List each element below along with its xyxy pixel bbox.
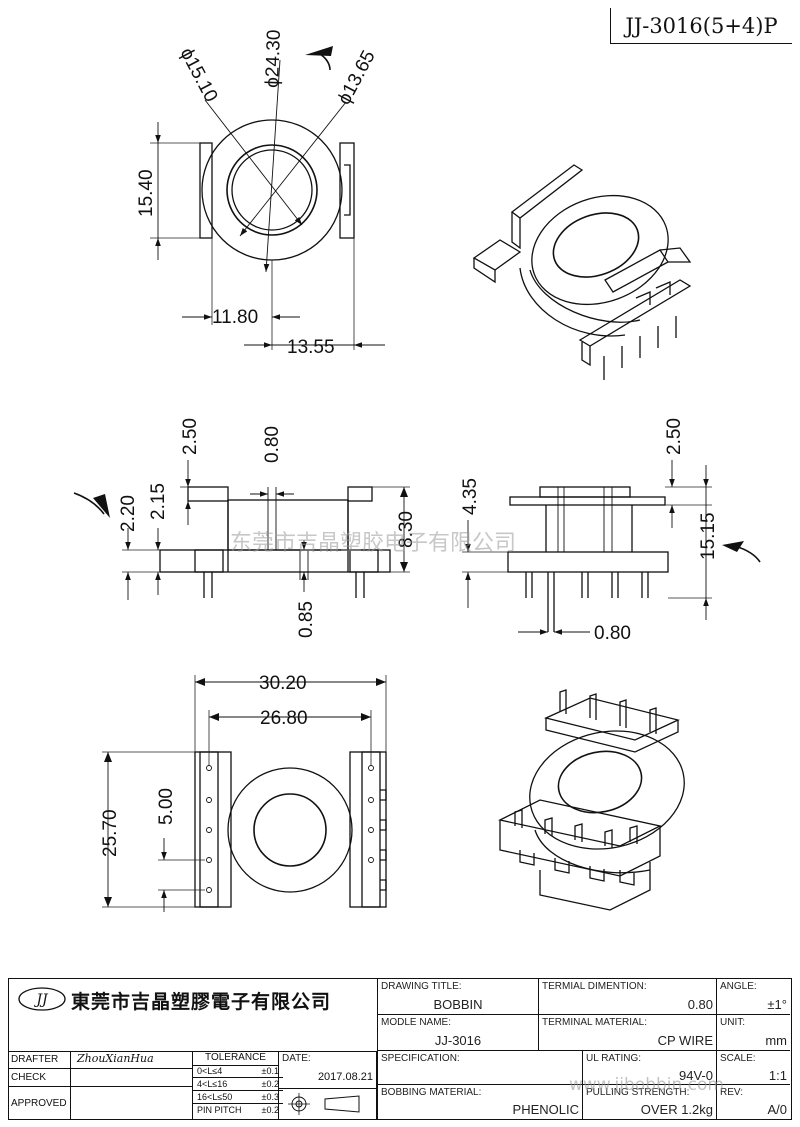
watermark-text: 东莞市吉晶塑胶电子有限公司 (230, 531, 516, 556)
isometric-view-bottom (498, 689, 685, 911)
dim-s2-15: 2.15 (148, 483, 169, 520)
unit-cell: UNIT: mm (717, 1015, 790, 1051)
dim-s0-85: 0.85 (296, 601, 317, 638)
dim-h15-40: 15.40 (136, 169, 157, 217)
angle-label: ANGLE: (720, 981, 757, 992)
tolerance-row: PIN PITCH±0.2 (197, 1105, 279, 1115)
scale-label: SCALE: (720, 1053, 756, 1064)
first-angle-projection-icon (288, 1093, 360, 1115)
date-value: 2017.08.21 (317, 1071, 373, 1083)
ul-rating-label: UL RATING: (586, 1053, 642, 1064)
dim-s0-80a: 0.80 (262, 426, 283, 463)
dim-s0-80b: 0.80 (594, 623, 631, 644)
dim-s4-35: 4.35 (460, 478, 481, 515)
specification-label: SPECIFICATION: (381, 1053, 460, 1064)
scale-value: 1:1 (768, 1068, 787, 1083)
terminal-dimention-value: 0.80 (687, 997, 713, 1012)
dim-d24-30: ϕ24.30 (262, 29, 285, 88)
tolerance-table: TOLERANCE 0<L≤4±0.1 4<L≤16±0.2 16<L≤50±0… (193, 1051, 283, 1119)
bobbing-material-value: PHENOLIC (512, 1102, 579, 1117)
rev-cell: REV: A/0 (717, 1085, 790, 1119)
dim-d15-10: ϕ15.10 (176, 44, 222, 105)
drawing-title-cell: DRAWING TITLE: BOBBIN (377, 979, 539, 1015)
check-value (71, 1069, 193, 1087)
dim-s8-30: 8.30 (396, 511, 417, 548)
company-name: 東莞市吉晶塑膠電子有限公司 (71, 991, 332, 1013)
model-name-cell: MODLE NAME: JJ-3016 (377, 1015, 539, 1051)
top-view: ϕ15.10 ϕ24.30 ϕ13.65 15.40 11.80 13.55 (136, 29, 385, 358)
company-logo: JJ (18, 987, 66, 1011)
pulling-strength-cell: PULLING STRENGTH: OVER 1.2kg (583, 1085, 717, 1119)
drawing-title-label: DRAWING TITLE: (381, 981, 462, 992)
dim-w11-80: 11.80 (212, 307, 258, 328)
tolerance-label: TOLERANCE (193, 1051, 278, 1066)
rev-label: REV: (720, 1087, 743, 1098)
terminal-material-value: CP WIRE (657, 1033, 713, 1048)
svg-text:JJ: JJ (33, 992, 49, 1008)
pin-holes-left (206, 765, 212, 893)
ul-rating-cell: UL RATING: 94V-0 (583, 1051, 717, 1085)
terminal-dimention-label: TERMIAL DIMENTION: (542, 981, 647, 992)
dim-h5-00: 5.00 (156, 788, 177, 825)
terminal-dimention-cell: TERMIAL DIMENTION: 0.80 (539, 979, 717, 1015)
tolerance-row: 4<L≤16±0.2 (193, 1078, 283, 1091)
terminal-material-label: TERMINAL MATERIAL: (542, 1017, 648, 1028)
unit-value: mm (765, 1033, 787, 1048)
model-name-label: MODLE NAME: (381, 1017, 452, 1028)
check-label: CHECK (9, 1069, 71, 1087)
date-cell: DATE: 2017.08.21 (279, 1051, 377, 1089)
approval-grid (9, 1051, 377, 1119)
approved-label: APPROVED (9, 1087, 71, 1119)
approved-value (71, 1087, 193, 1119)
dim-s15-15: 15.15 (698, 512, 719, 560)
angle-value: ±1° (767, 997, 787, 1012)
watermark-url: www.jjbobbin.com (569, 1075, 724, 1095)
specification-cell: SPECIFICATION: (377, 1051, 583, 1085)
side-elevation: 4.35 2.50 15.15 0.80 (460, 418, 761, 644)
angle-cell: ANGLE: ±1° (717, 979, 790, 1015)
pin-holes-right (368, 765, 374, 863)
scale-cell: SCALE: 1:1 (717, 1051, 790, 1085)
model-name-value: JJ-3016 (434, 1033, 482, 1048)
dim-s2-50a: 2.50 (180, 418, 201, 455)
drafter-value: ZhouXianHua (71, 1051, 193, 1069)
ul-rating-value: 94V-0 (679, 1068, 713, 1083)
part-number: JJ-3016(5+4)P (610, 8, 792, 44)
isometric-view-top (472, 164, 692, 380)
rev-value: A/0 (767, 1102, 787, 1117)
bobbing-material-cell: BOBBING MATERIAL: PHENOLIC (377, 1085, 583, 1119)
dim-w26-80: 26.80 (260, 708, 308, 729)
drafter-label: DRAFTER (9, 1051, 71, 1069)
tolerance-row: 0<L≤4±0.1 (193, 1065, 283, 1078)
unit-label: UNIT: (720, 1017, 745, 1028)
title-block: JJ 東莞市吉晶塑膠電子有限公司 DRAFTER ZhouXianHua CHE… (8, 978, 792, 1120)
projection-symbol (279, 1089, 377, 1119)
terminal-material-cell: TERMINAL MATERIAL: CP WIRE (539, 1015, 717, 1051)
tolerance-row: 16<L≤50±0.3 (193, 1091, 283, 1104)
dim-w13-55: 13.55 (287, 337, 335, 358)
dim-d13-65: ϕ13.65 (334, 47, 380, 108)
dim-s2-50b: 2.50 (664, 418, 685, 455)
pulling-strength-value: OVER 1.2kg (640, 1102, 713, 1117)
front-elevation: 2.50 0.80 2.20 2.15 8.30 0.85 (73, 418, 417, 638)
dim-s2-20: 2.20 (118, 495, 139, 532)
dim-h25-70: 25.70 (100, 809, 121, 857)
drawing-title-value: BOBBIN (433, 997, 483, 1012)
dim-w30-20: 30.20 (259, 673, 307, 694)
pulling-strength-label: PULLING STRENGTH: (586, 1087, 690, 1098)
technical-drawing: ϕ15.10 ϕ24.30 ϕ13.65 15.40 11.80 13.55 (73, 29, 761, 912)
bottom-view: 30.20 26.80 25.70 5.00 (100, 673, 387, 912)
bobbing-material-label: BOBBING MATERIAL: (381, 1087, 482, 1098)
date-label: DATE: (282, 1053, 311, 1064)
